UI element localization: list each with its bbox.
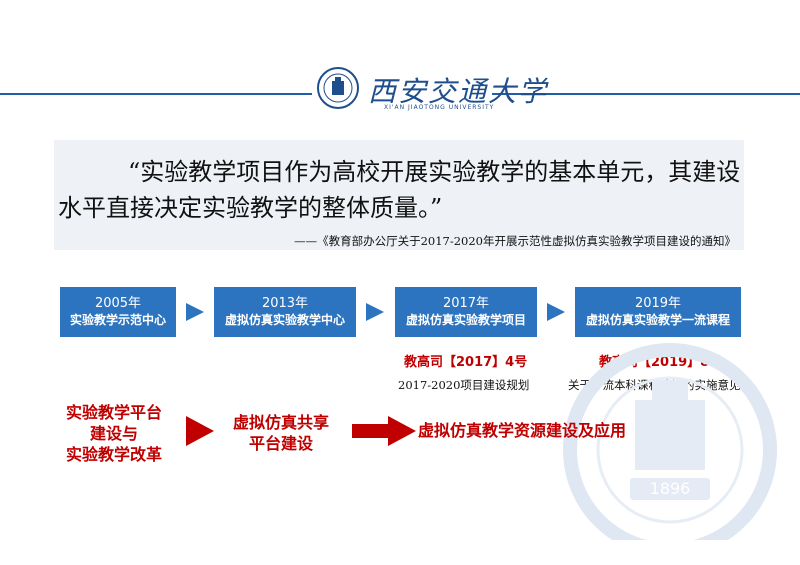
arrow-right-icon [186,416,214,446]
phase-1-line-2: 建设与 [89,424,138,443]
timeline-stage-2013: 2013年 虚拟仿真实验教学中心 [214,287,356,337]
stage-year: 2017年 [442,296,490,311]
phase-1-line-1: 实验教学平台 [65,403,162,422]
phase-2-label: 虚拟仿真共享 平台建设 [222,412,340,454]
watermark-year: 1896 [650,479,691,498]
timeline-stage-2017: 2017年 虚拟仿真实验教学项目 [395,287,537,337]
phase-2-line-1: 虚拟仿真共享 [232,413,329,432]
phase-1-label: 实验教学平台 建设与 实验教学改革 [52,402,176,465]
stage-title: 虚拟仿真实验教学项目 [405,313,526,327]
quote-source: ——《教育部办公厅关于2017-2020年开展示范性虚拟仿真实验教学项目建设的通… [294,234,736,248]
document-code-2017: 教高司【2017】4号 [404,355,528,370]
quote-line-1: “实验教学项目作为高校开展实验教学的基本单元，其建设 [128,158,741,186]
stage-year: 2019年 [634,296,682,311]
timeline-stage-2005: 2005年 实验教学示范中心 [60,287,176,337]
header-rule-left [0,93,312,95]
quote-line-2: 水平直接决定实验教学的整体质量。” [58,194,443,222]
header-rule-right [492,93,800,95]
quote-box [54,140,744,250]
university-name-cn: 西安交通大学 [368,75,549,108]
arrow-shaft [352,424,390,438]
university-emblem-icon [317,67,359,109]
arrow-right-icon [388,416,416,446]
phase-1-line-3: 实验教学改革 [65,445,162,464]
phase-2-line-2: 平台建设 [248,434,313,453]
arrow-right-icon [366,303,384,321]
stage-year: 2005年 [94,296,142,311]
arrow-right-icon [547,303,565,321]
stage-title: 虚拟仿真实验教学中心 [224,313,345,327]
document-desc-2017: 2017-2020项目建设规划 [398,378,530,392]
stage-year: 2013年 [261,296,309,311]
timeline-stage-2019: 2019年 虚拟仿真实验教学一流课程 [575,287,741,337]
university-name-en: XI'AN JIAOTONG UNIVERSITY [384,104,495,111]
phase-3-label: 虚拟仿真教学资源建设及应用 [418,421,627,440]
quote-text: “实验教学项目作为高校开展实验教学的基本单元，其建设 水平直接决定实验教学的整体… [58,154,748,226]
stage-title: 虚拟仿真实验教学一流课程 [585,313,730,327]
arrow-right-icon [186,303,204,321]
emblem-watermark-icon: 1896 [563,343,777,540]
stage-title: 实验教学示范中心 [69,313,166,327]
